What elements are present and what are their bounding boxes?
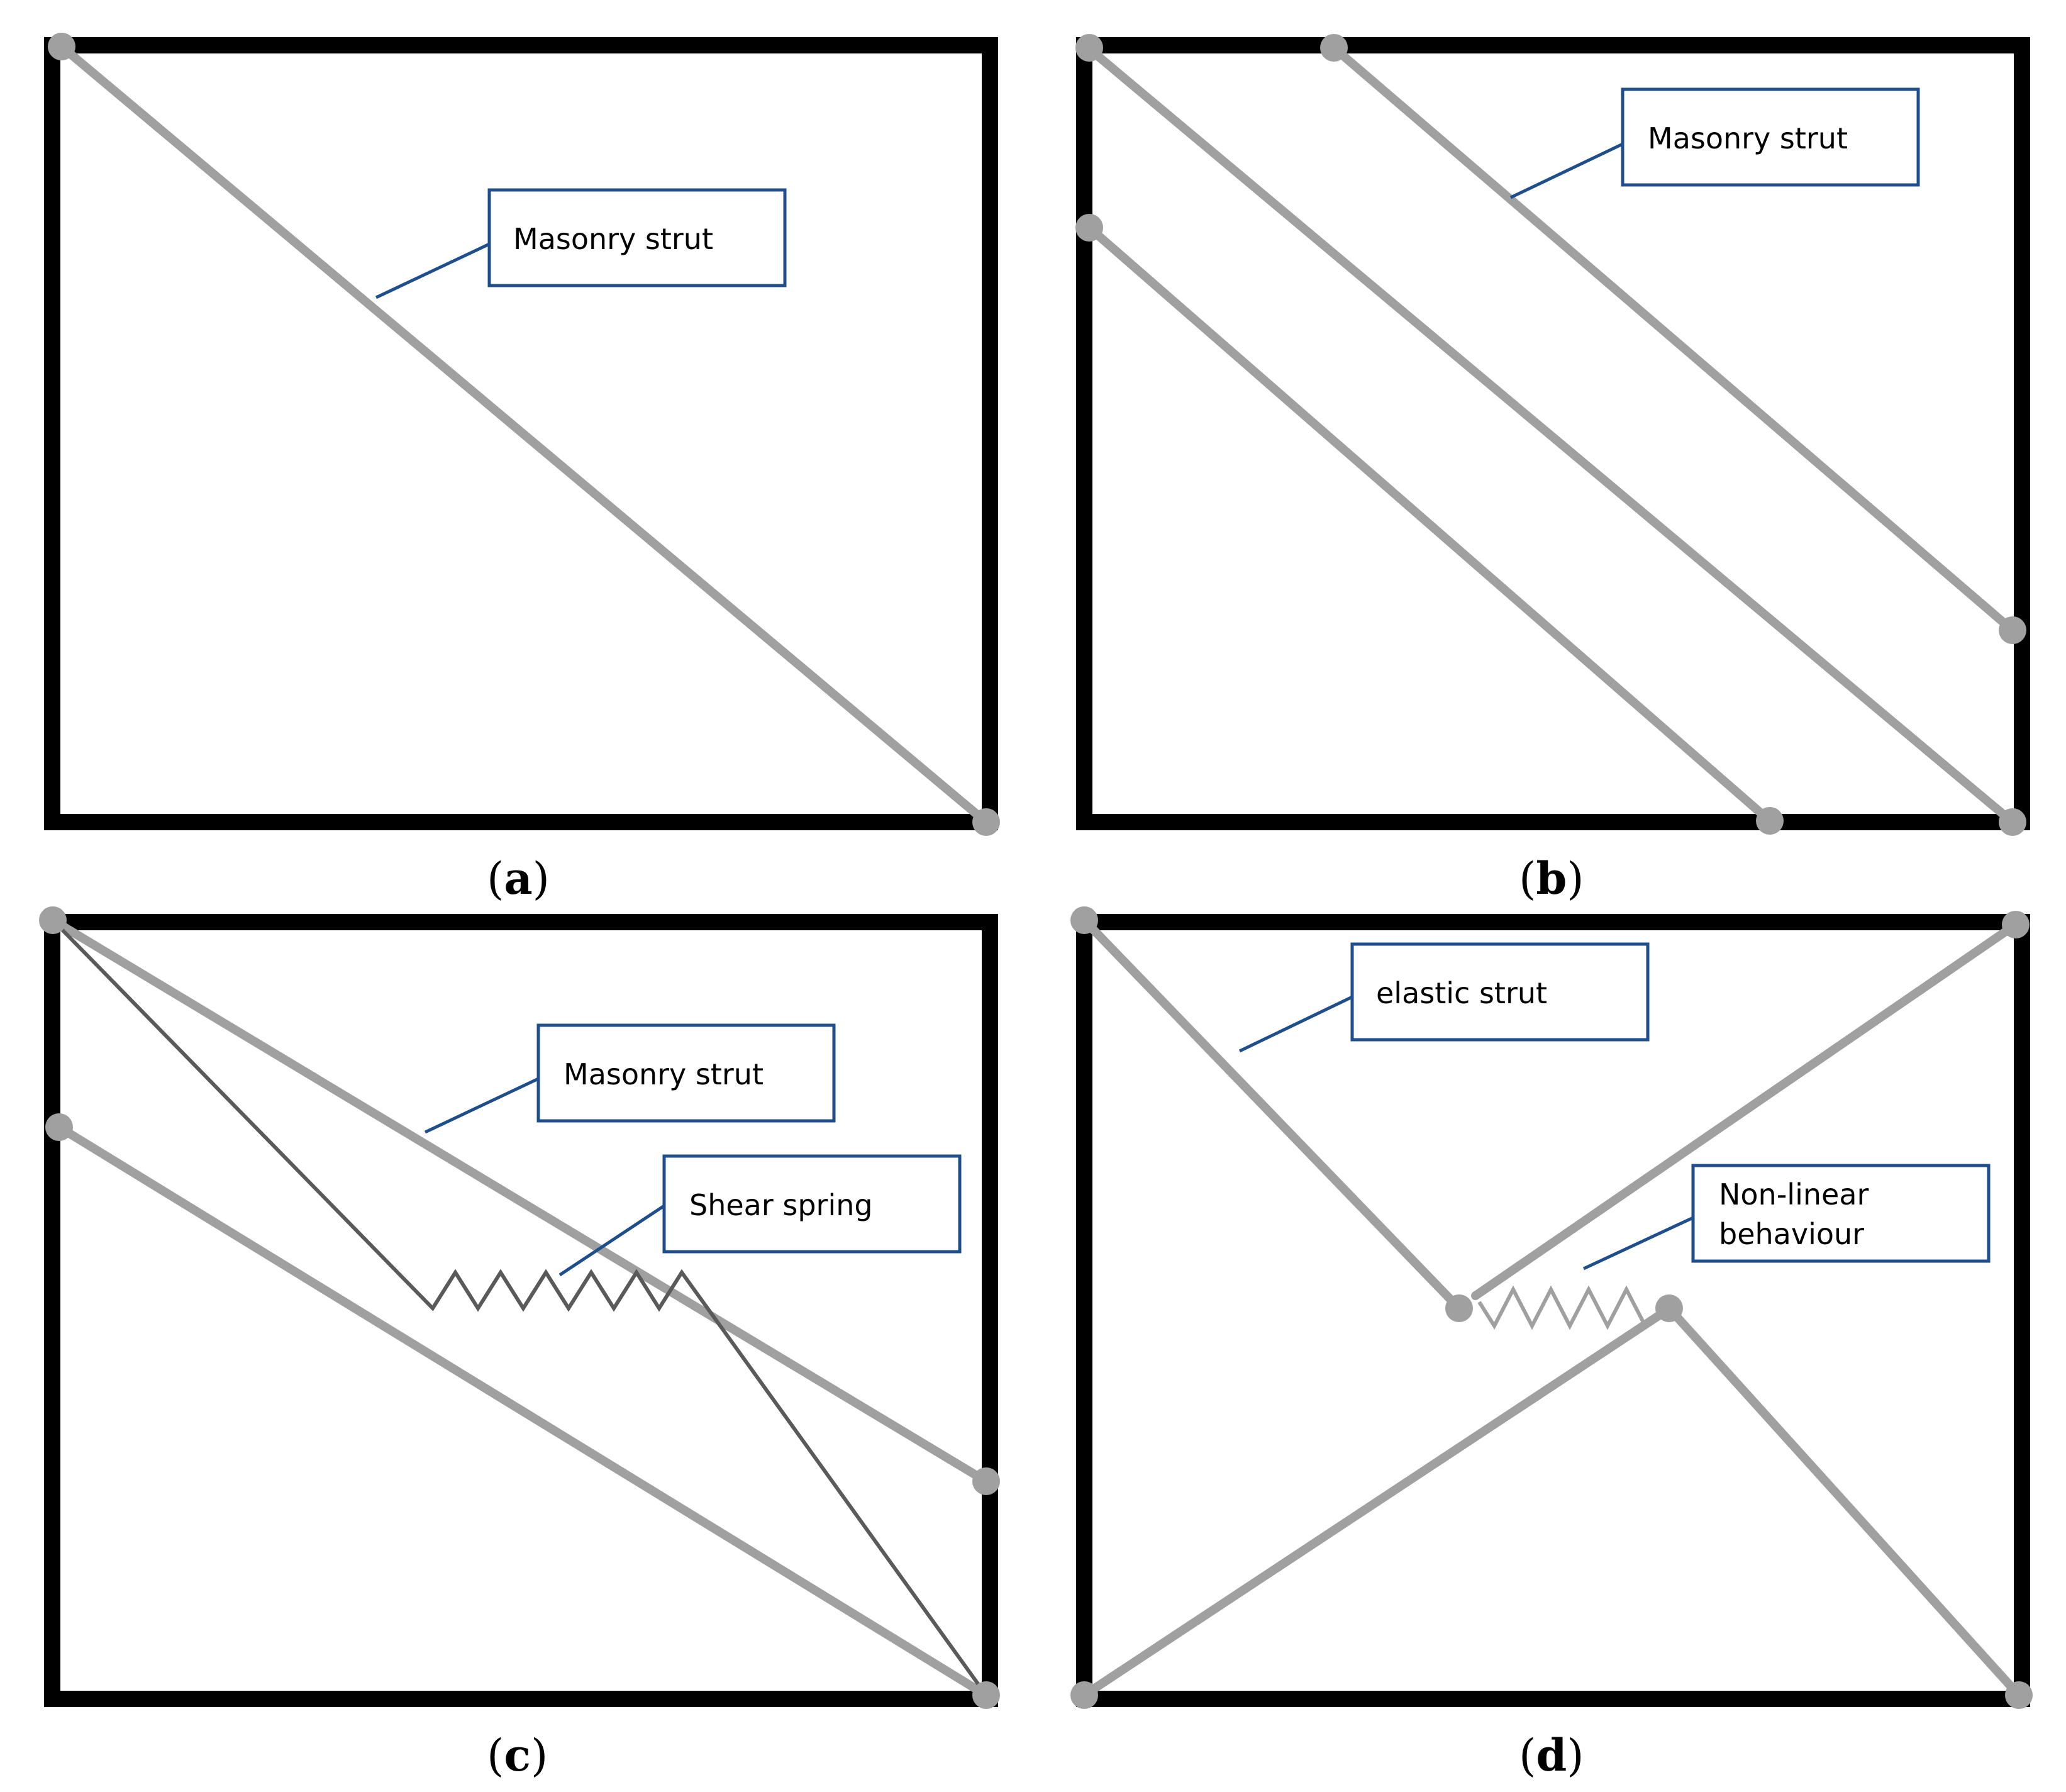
panel-c-node-left-mid [45,1113,73,1141]
panel-b-caption-letter: b [1536,852,1567,904]
panel-d-caption-letter: d [1536,1729,1567,1781]
panel-d-left-lower-strut [1080,1310,1665,1700]
panel-b-caption: (b) [1519,852,1584,904]
panel-b-upper-strut [1330,43,2017,635]
panel-a-diagonal-strut [57,42,991,826]
panel-c-spring-label-box [662,1154,962,1254]
panel-b-label-box [1621,87,1920,187]
panel-c-node-top-left [39,906,67,934]
panel-d-frame [1076,914,2030,1707]
panel-b-lower-strut [1085,223,1774,825]
panel-c-strut-label-leader [424,1077,540,1134]
panel-b-node-top-mid [1320,34,1348,62]
panel-c-caption: (c) [487,1729,548,1781]
panel-d-node-bottom-right [2005,1681,2033,1709]
panel-c-main-strut [48,916,991,1486]
panel-d: elastic strut Non-linear behaviour (d) [1070,906,2033,1781]
panel-d-node-bottom-left [1070,1681,1098,1709]
panel-a-label-text: Masonry strut [513,222,713,256]
panel-c-shear-spring [51,918,988,1696]
panel-d-nonlinear-label-box [1691,1164,1991,1263]
panel-c-lower-strut [55,1123,991,1700]
panel-d-node-spring-left [1445,1294,1473,1322]
panel-a-node-top-left [48,33,75,60]
panel-d-strut-label-text: elastic strut [1376,976,1547,1010]
panel-d-nonlinear-label-leader [1582,1216,1694,1271]
panel-a-label-box [487,188,787,287]
panel-a-caption: (a) [487,852,550,904]
panel-b: Masonry strut (b) [1075,34,2030,904]
panel-d-nonlinear-spring [1477,1285,1666,1330]
panel-c-node-right-mid [972,1467,1000,1495]
panel-d-strut-label-box [1350,942,1650,1042]
panel-b-node-right-mid [1999,616,2026,644]
panel-b-node-bottom-right [1999,808,2026,836]
panel-d-strut-label-leader [1238,995,1353,1053]
panel-c-strut-label-box [536,1023,836,1123]
panel-d-node-spring-right [1655,1294,1683,1322]
panel-b-node-bottom-mid [1756,807,1784,835]
panel-c-spring-label-leader [558,1204,665,1277]
panel-c: Masonry strut Shear spring (c) [39,906,1000,1781]
panel-a-node-bottom-right [972,808,1000,836]
panel-b-main-diagonal-strut [1084,43,2017,826]
panel-b-label-text: Masonry strut [1648,121,1848,155]
panel-c-spring-label-text: Shear spring [689,1188,873,1222]
panel-b-node-top-left [1075,34,1103,62]
panel-b-label-leader [1509,142,1624,199]
panel-d-node-top-left [1070,906,1098,934]
panel-d-nonlinear-label-line2: behaviour [1719,1217,1864,1251]
panel-d-nonlinear-label-line1: Non-linear [1719,1177,1869,1211]
panel-c-caption-letter: c [504,1729,531,1781]
panel-d-right-upper-strut [1471,920,2020,1300]
panel-b-frame [1076,37,2030,830]
panel-c-strut-label-text: Masonry strut [564,1057,764,1091]
panel-d-caption: (d) [1519,1729,1584,1781]
panel-d-right-lower-strut [1665,1304,2023,1700]
panel-c-frame [44,914,998,1707]
panel-a-caption-letter: a [504,852,532,904]
panel-a-label-leader [375,242,491,299]
panel-d-node-top-right [2002,911,2030,938]
panel-a: Masonry strut (a) [44,33,1000,904]
panel-c-node-bottom-right [972,1681,1000,1709]
panel-a-frame [44,37,998,830]
panel-b-node-left-mid [1075,214,1103,242]
panel-d-left-upper-strut [1080,916,1463,1313]
